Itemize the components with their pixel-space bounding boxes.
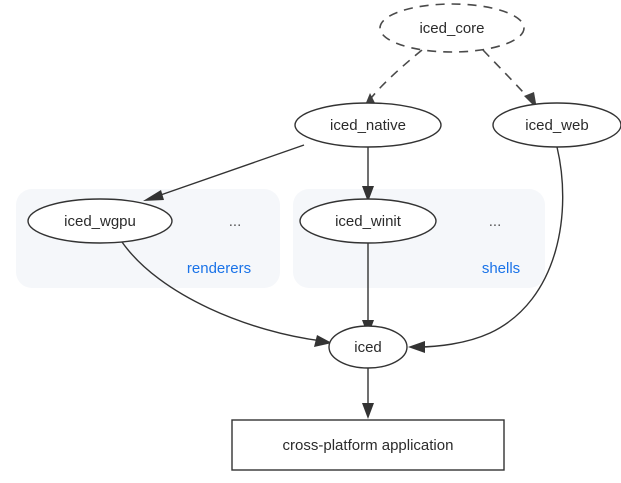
- edge-iced-to-application: [362, 368, 374, 419]
- edge-iced-native-to-iced-winit: [362, 146, 374, 202]
- node-iced[interactable]: iced: [328, 325, 408, 369]
- edge-iced-core-to-iced-native: [363, 49, 423, 110]
- node-iced-native-label: iced_native: [330, 117, 406, 134]
- edge-iced-core-to-iced-web: [482, 49, 537, 109]
- cluster-renderers-label: renderers: [187, 260, 251, 277]
- renderers-more-placeholder: ...: [229, 213, 242, 230]
- node-iced-native[interactable]: iced_native: [294, 102, 442, 148]
- node-iced-core-label: iced_core: [419, 20, 484, 37]
- edge-iced-wgpu-to-iced: [121, 241, 332, 347]
- edge-iced-web-to-iced: [408, 146, 564, 353]
- node-iced-wgpu-label: iced_wgpu: [64, 213, 136, 230]
- node-iced-label: iced: [354, 339, 382, 356]
- node-iced-wgpu[interactable]: iced_wgpu: [27, 198, 173, 244]
- node-cross-platform-application-label: cross-platform application: [283, 437, 454, 454]
- node-iced-winit-label: iced_winit: [335, 213, 402, 230]
- node-iced-core[interactable]: iced_core: [379, 3, 525, 53]
- node-iced-winit[interactable]: iced_winit: [299, 198, 437, 244]
- node-iced-web-label: iced_web: [525, 117, 588, 134]
- node-cross-platform-application[interactable]: cross-platform application: [231, 419, 505, 471]
- node-iced-web[interactable]: iced_web: [492, 102, 621, 148]
- shells-more-placeholder: ...: [489, 213, 502, 230]
- cluster-shells-label: shells: [482, 260, 520, 277]
- edge-iced-native-to-iced-wgpu: [143, 144, 305, 201]
